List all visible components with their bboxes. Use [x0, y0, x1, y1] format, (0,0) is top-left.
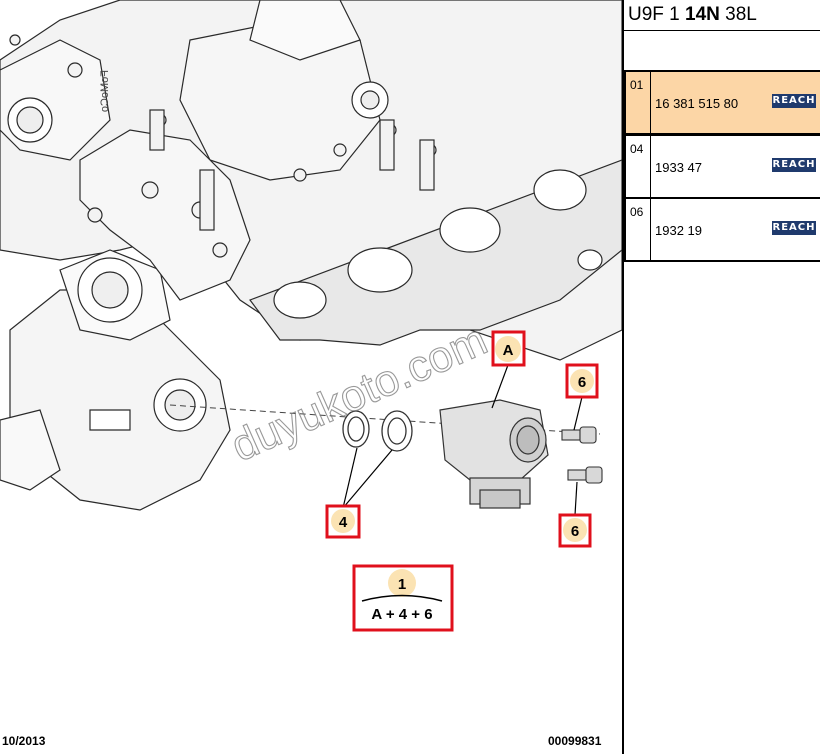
- part-row-06[interactable]: 06 1932 19 REACH: [624, 197, 820, 262]
- part-reference[interactable]: 1933 47: [655, 160, 702, 175]
- part-reference[interactable]: 16 381 515 80: [655, 96, 739, 111]
- callout-4-label: 4: [339, 514, 348, 531]
- o-ring-left: [342, 410, 370, 448]
- callout-6-top[interactable]: 6: [565, 363, 599, 399]
- reach-badge[interactable]: REACH: [772, 221, 816, 235]
- engine-code-title: U9F 1 14N 38L: [628, 4, 757, 26]
- row-divider: [650, 136, 651, 197]
- part-reference[interactable]: 1932 19: [655, 223, 702, 238]
- row-divider: [650, 72, 651, 133]
- footer-date: 10/2013: [2, 734, 46, 748]
- part-row-01[interactable]: 01 16 381 515 80 REACH: [624, 70, 820, 135]
- callout-6-bottom-label: 6: [571, 523, 579, 540]
- part-index: 01: [630, 78, 644, 92]
- o-ring-seals: [342, 410, 413, 452]
- kit-brace: [361, 594, 443, 602]
- reach-badge[interactable]: REACH: [772, 94, 816, 108]
- part-index: 04: [630, 142, 644, 156]
- o-ring-right: [381, 410, 413, 452]
- header-rule: [624, 30, 820, 31]
- part-row-04[interactable]: 04 1933 47 REACH: [624, 134, 820, 199]
- callout-6-top-label: 6: [578, 374, 586, 391]
- reach-badge[interactable]: REACH: [772, 158, 816, 172]
- callout-a-label: A: [503, 342, 514, 359]
- screws: [561, 426, 603, 484]
- footer-document-number: 00099831: [548, 734, 602, 748]
- pressure-regulator-valve-drawing: [439, 399, 549, 509]
- callout-4[interactable]: 4: [325, 504, 361, 539]
- part-index: 06: [630, 205, 644, 219]
- exploded-parts-diagram: duyukoto.com FoMoCo A 6 4 6 1 A + 4 + 6: [0, 0, 622, 632]
- callout-6-bottom[interactable]: 6: [558, 513, 592, 548]
- callout-a[interactable]: A: [491, 330, 526, 367]
- engine-marking: FoMoCo: [99, 70, 111, 112]
- row-divider: [650, 199, 651, 260]
- kit-composition-box[interactable]: 1 A + 4 + 6: [352, 564, 454, 632]
- panel-divider: [622, 0, 624, 754]
- engine-code-prefix: U9F 1: [628, 4, 686, 25]
- engine-block-drawing: [0, 0, 622, 511]
- engine-code-bold: 14N: [685, 4, 720, 25]
- kit-number: 1: [398, 576, 406, 593]
- kit-formula: A + 4 + 6: [371, 606, 432, 623]
- engine-code-suffix: 38L: [719, 4, 757, 25]
- leader-lines: [342, 364, 583, 516]
